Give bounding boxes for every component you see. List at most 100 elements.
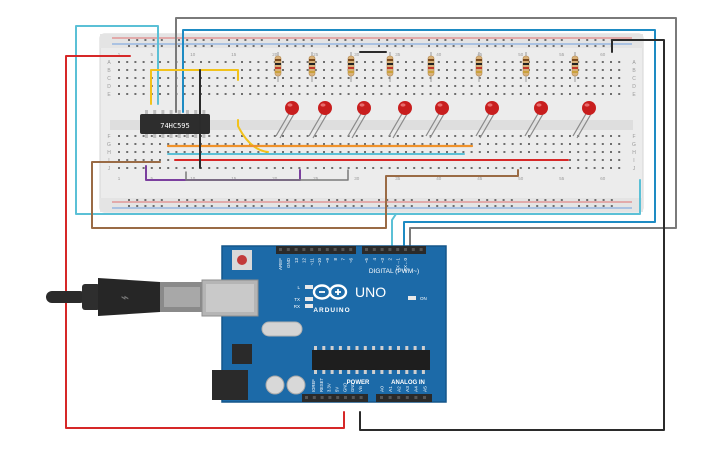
rail-hole: [152, 45, 155, 47]
breadboard-hole: [388, 85, 391, 87]
rail-hole: [178, 45, 180, 47]
rail-hole: [128, 39, 130, 41]
red-led[interactable]: [275, 101, 299, 139]
rail-hole: [602, 205, 605, 207]
breadboard-hole: [282, 151, 284, 153]
breadboard-hole: [577, 77, 580, 79]
breadboard-hole: [478, 85, 481, 87]
breadboard-hole: [191, 151, 194, 153]
breadboard-hole: [405, 61, 407, 63]
red-led[interactable]: [475, 101, 499, 139]
breadboard-hole: [306, 69, 309, 71]
red-led[interactable]: [425, 101, 449, 139]
breadboard-hole: [372, 77, 375, 79]
breadboard-hole: [134, 167, 137, 169]
breadboard-hole: [446, 143, 448, 145]
breadboard-hole: [126, 151, 129, 153]
breadboard-hole: [331, 61, 334, 63]
breadboard-hole: [462, 93, 465, 95]
breadboard-hole: [191, 61, 194, 63]
breadboard-hole: [183, 85, 186, 87]
breadboard-hole: [298, 143, 301, 145]
rail-hole: [560, 205, 563, 207]
breadboard-hole: [323, 69, 325, 71]
breadboard-hole: [470, 93, 473, 95]
red-led[interactable]: [572, 101, 596, 139]
rail-hole: [394, 205, 397, 207]
rail-hole: [236, 205, 239, 207]
breadboard-hole: [552, 143, 555, 145]
reset-button-cap[interactable]: [237, 255, 247, 265]
rail-hole: [228, 45, 230, 47]
breadboard-hole: [610, 167, 612, 169]
digital-pin-label: 2: [388, 258, 393, 261]
rail-hole: [586, 39, 589, 41]
column-number-top: 40: [436, 52, 442, 57]
resistor[interactable]: [571, 52, 579, 82]
rail-hole: [286, 205, 289, 207]
breadboard-hole: [610, 77, 612, 79]
rail-hole: [436, 39, 439, 41]
rail-hole: [128, 205, 130, 207]
breadboard-hole: [290, 93, 293, 95]
resistor[interactable]: [475, 52, 483, 82]
breadboard-hole: [437, 93, 440, 95]
shift-register-chip[interactable]: 74HC595: [140, 110, 210, 138]
breadboard-hole: [159, 143, 161, 145]
breadboard-hole: [593, 167, 596, 169]
rail-hole: [460, 199, 463, 201]
red-led[interactable]: [388, 101, 412, 139]
rail-hole: [286, 39, 289, 41]
resistor[interactable]: [308, 52, 316, 82]
breadboard-hole: [216, 61, 219, 63]
row-letter-left: G: [107, 142, 111, 148]
rail-hole: [194, 39, 197, 41]
breadboard-hole: [150, 159, 153, 161]
digital-header-right: [362, 246, 426, 254]
rail-hole: [244, 39, 247, 41]
red-led[interactable]: [524, 101, 548, 139]
chip-label: 74HC595: [160, 122, 190, 130]
breadboard-hole: [396, 69, 399, 71]
breadboard-hole: [569, 69, 571, 71]
resistor[interactable]: [274, 52, 282, 82]
breadboard-hole: [273, 93, 276, 95]
rail-hole: [378, 199, 380, 201]
resistor[interactable]: [427, 52, 435, 82]
resistor[interactable]: [386, 52, 394, 82]
breadboard-hole: [560, 77, 563, 79]
resistor[interactable]: [522, 52, 530, 82]
breadboard-hole: [159, 135, 161, 137]
breadboard-hole: [552, 167, 555, 169]
breadboard-hole: [364, 61, 366, 63]
breadboard-hole: [437, 69, 440, 71]
breadboard-hole: [618, 85, 621, 87]
breadboard-hole: [478, 143, 481, 145]
resistor[interactable]: [347, 52, 355, 82]
breadboard-hole: [560, 85, 563, 87]
breadboard-hole: [610, 61, 612, 63]
breadboard-hole: [421, 85, 424, 87]
rail-hole: [402, 39, 405, 41]
red-led[interactable]: [308, 101, 332, 139]
breadboard-hole: [282, 167, 284, 169]
rail-hole: [428, 199, 430, 201]
breadboard-hole: [503, 167, 506, 169]
rail-hole: [210, 45, 213, 47]
breadboard-hole: [257, 151, 260, 153]
breadboard-hole: [339, 151, 342, 153]
breadboard-hole: [208, 167, 211, 169]
breadboard-hole: [552, 93, 555, 95]
breadboard-hole: [380, 69, 383, 71]
digital-pin-label: RX←0: [403, 258, 408, 272]
breadboard-hole: [150, 143, 153, 145]
breadboard-hole: [569, 151, 571, 153]
breadboard-hole: [355, 167, 358, 169]
rail-hole: [510, 199, 513, 201]
row-letter-right: B: [632, 68, 636, 74]
breadboard-hole: [577, 151, 580, 153]
rail-hole: [160, 45, 163, 47]
red-led[interactable]: [347, 101, 371, 139]
breadboard-hole: [257, 77, 260, 79]
rail-hole: [560, 45, 563, 47]
